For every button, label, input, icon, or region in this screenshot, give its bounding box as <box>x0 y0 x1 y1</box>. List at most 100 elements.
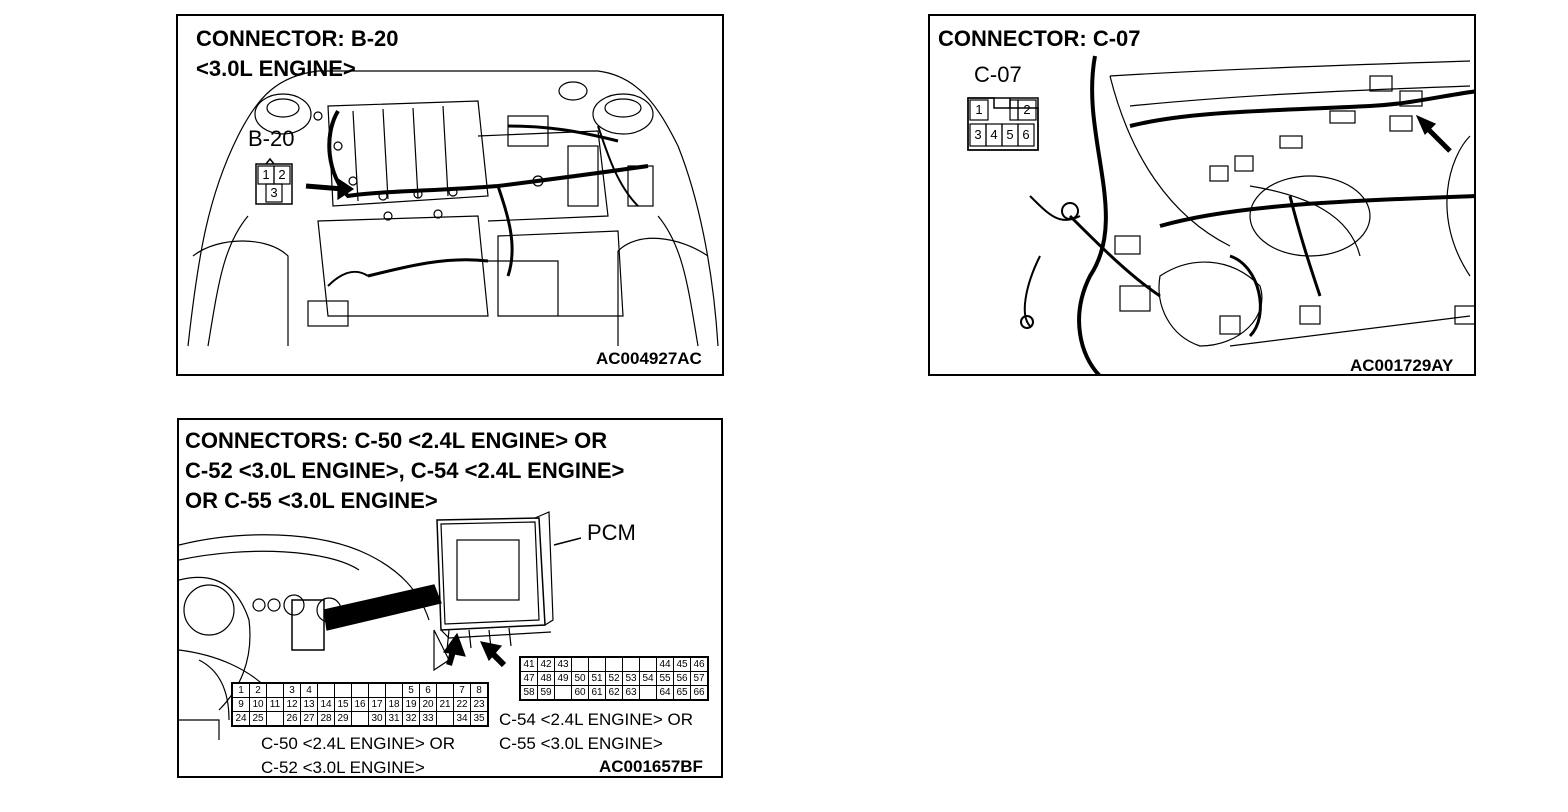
pin-empty <box>639 656 657 672</box>
pin-13: 13 <box>300 697 318 712</box>
pcm-title-line2: C-52 <3.0L ENGINE>, C-54 <2.4L ENGINE> <box>185 458 625 483</box>
instrument-panel-harness-illustration <box>967 55 1474 374</box>
pin-24: 24 <box>231 711 250 727</box>
pin-66: 66 <box>690 685 709 701</box>
pin-empty <box>605 656 623 672</box>
pin-22: 22 <box>453 697 471 712</box>
pin-50: 50 <box>571 671 589 686</box>
pin-8: 8 <box>470 682 489 698</box>
c07-figure-code: AC001729AY <box>1350 356 1454 375</box>
pin-63: 63 <box>622 685 640 701</box>
c07-pin-6: 6 <box>1022 127 1030 142</box>
b20-connector-label: B-20 <box>248 126 295 151</box>
right-caption-line2: C-55 <3.0L ENGINE> <box>499 734 663 753</box>
b20-title-line2: <3.0L ENGINE> <box>196 56 356 81</box>
b20-title-line1: CONNECTOR: B-20 <box>196 26 399 51</box>
pin-empty <box>639 685 657 701</box>
pin-49: 49 <box>554 671 572 686</box>
pin-46: 46 <box>690 656 709 672</box>
pin-empty <box>351 711 369 727</box>
pin-59: 59 <box>537 685 555 701</box>
pin-55: 55 <box>656 671 674 686</box>
pin-12: 12 <box>283 697 301 712</box>
pin-41: 41 <box>519 656 538 672</box>
pin-empty <box>554 685 572 701</box>
pin-31: 31 <box>385 711 403 727</box>
c07-pin-2: 2 <box>1023 102 1031 117</box>
pin-62: 62 <box>605 685 623 701</box>
pin-empty <box>622 656 640 672</box>
pin-19: 19 <box>402 697 420 712</box>
pin-29: 29 <box>334 711 352 727</box>
pin-27: 27 <box>300 711 318 727</box>
pin-23: 23 <box>470 697 489 712</box>
pin-47: 47 <box>519 671 538 686</box>
c07-pin-1: 1 <box>975 102 983 117</box>
pin-28: 28 <box>317 711 335 727</box>
pin-15: 15 <box>334 697 352 712</box>
pin-25: 25 <box>249 711 267 727</box>
pin-empty <box>385 682 403 698</box>
pin-empty <box>368 682 386 698</box>
pin-3-box <box>265 183 283 203</box>
b20-pin-3: 3 <box>270 185 278 200</box>
pin-61: 61 <box>588 685 606 701</box>
pin-empty <box>571 656 589 672</box>
pin-empty <box>588 656 606 672</box>
right-caption-line1: C-54 <2.4L ENGINE> OR <box>499 710 694 729</box>
pin-16: 16 <box>351 697 369 712</box>
pin-empty <box>436 682 454 698</box>
pin-empty <box>334 682 352 698</box>
pin-60: 60 <box>571 685 589 701</box>
c07-connector-label: C-07 <box>974 62 1022 87</box>
pin-54: 54 <box>639 671 657 686</box>
left-caption-line2: C-52 <3.0L ENGINE> <box>261 758 425 777</box>
pcm-title-line1: CONNECTORS: C-50 <2.4L ENGINE> OR <box>185 428 608 453</box>
pin-42: 42 <box>537 656 555 672</box>
pin-3: 3 <box>283 682 301 698</box>
c07-pin-5: 5 <box>1006 127 1014 142</box>
pin-26: 26 <box>283 711 301 727</box>
pin-56: 56 <box>673 671 691 686</box>
b20-pin-2: 2 <box>278 167 286 182</box>
pin-17: 17 <box>368 697 386 712</box>
panel-connector-b20: CONNECTOR: B-20 <3.0L ENGINE> B-20 1 2 3… <box>176 14 724 376</box>
pin-33: 33 <box>419 711 437 727</box>
pin-empty <box>317 682 335 698</box>
pin-14: 14 <box>317 697 335 712</box>
pin-58: 58 <box>519 685 538 701</box>
pin-57: 57 <box>690 671 709 686</box>
pin-18: 18 <box>385 697 403 712</box>
pin-32: 32 <box>402 711 420 727</box>
pin-45: 45 <box>673 656 691 672</box>
pin-9: 9 <box>231 697 250 712</box>
pin-65: 65 <box>673 685 691 701</box>
pcm-figure-code: AC001657BF <box>599 757 703 776</box>
panel-connector-c07: CONNECTOR: C-07 C-07 1 2 3 4 5 6 AC00172… <box>928 14 1476 376</box>
c07-pin-3: 3 <box>974 127 982 142</box>
left-caption-line1: C-50 <2.4L ENGINE> OR <box>261 734 456 753</box>
pin-4: 4 <box>300 682 318 698</box>
pcm-label: PCM <box>587 520 636 545</box>
pin-30: 30 <box>368 711 386 727</box>
panel-connector-pcm: CONNECTORS: C-50 <2.4L ENGINE> OR C-52 <… <box>177 418 723 778</box>
pin-7: 7 <box>453 682 471 698</box>
pin-1: 1 <box>231 682 250 698</box>
pin-empty <box>266 682 284 698</box>
pin-10: 10 <box>249 697 267 712</box>
pin-34: 34 <box>453 711 471 727</box>
c07-title: CONNECTOR: C-07 <box>938 26 1141 51</box>
engine-bay-illustration <box>187 70 719 347</box>
pin-21: 21 <box>436 697 454 712</box>
pcm-title-line3: OR C-55 <3.0L ENGINE> <box>185 488 438 513</box>
pin-51: 51 <box>588 671 606 686</box>
pin-20: 20 <box>419 697 437 712</box>
pin-43: 43 <box>554 656 572 672</box>
pin-44: 44 <box>656 656 674 672</box>
